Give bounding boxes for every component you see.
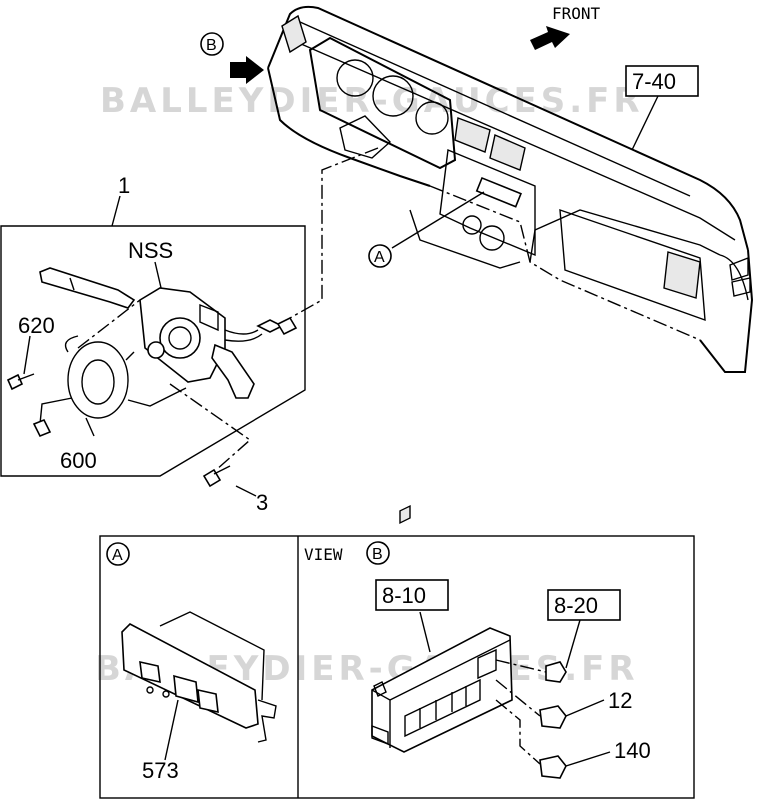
combination-switch-drawing: [6, 261, 298, 497]
watermark-top: BALLEYDIER-GAUCES.FR: [100, 81, 644, 121]
view-b-title-marker: B: [366, 541, 390, 565]
front-arrow-icon: [530, 26, 570, 50]
detail-a-marker-text: A: [112, 547, 123, 564]
ref-7-40: 7-40: [625, 65, 699, 97]
left-vent: [281, 14, 307, 54]
switch-assembly-frame: [0, 195, 306, 477]
center-vent-right: [489, 134, 526, 171]
dashboard-drawing: [230, 5, 754, 373]
detail-frame: [99, 535, 695, 799]
ref-8-10-label: 8-10: [382, 583, 426, 608]
fuse-box-drawing: [371, 504, 611, 779]
relay-12: [539, 705, 567, 729]
group-number: 1: [118, 173, 130, 198]
part-3: 3: [256, 490, 268, 515]
nss-label: NSS: [128, 238, 173, 263]
part-600: 600: [60, 448, 97, 473]
wiper-lever: [211, 343, 255, 399]
center-vent-left: [454, 117, 491, 153]
ref-8-10: 8-10: [375, 579, 449, 611]
switch-panel-slot: [475, 176, 522, 208]
switch-panel-drawing: [121, 611, 277, 761]
part-12: 12: [608, 688, 632, 713]
ref-7-40-label: 7-40: [632, 69, 676, 94]
ref-8-20: 8-20: [547, 589, 621, 621]
part-140: 140: [614, 738, 651, 763]
relay-8-20: [545, 661, 567, 683]
ref-8-20-label: 8-20: [554, 593, 598, 618]
view-b-title: VIEW: [304, 545, 343, 564]
part-573: 573: [142, 758, 179, 783]
right-vent: [663, 251, 701, 299]
view-b-marker: B: [200, 32, 224, 56]
callout-a: A: [368, 244, 392, 268]
part-620: 620: [18, 313, 55, 338]
detail-a-marker: A: [106, 542, 130, 566]
relay-140: [539, 755, 567, 779]
view-b-arrow-icon: [230, 56, 264, 84]
front-label: FRONT: [552, 4, 601, 23]
callout-a-text: A: [374, 249, 385, 266]
view-b-title-marker-text: B: [372, 546, 383, 563]
turn-signal-lever: [39, 267, 136, 309]
view-b-marker-text: B: [206, 37, 217, 54]
